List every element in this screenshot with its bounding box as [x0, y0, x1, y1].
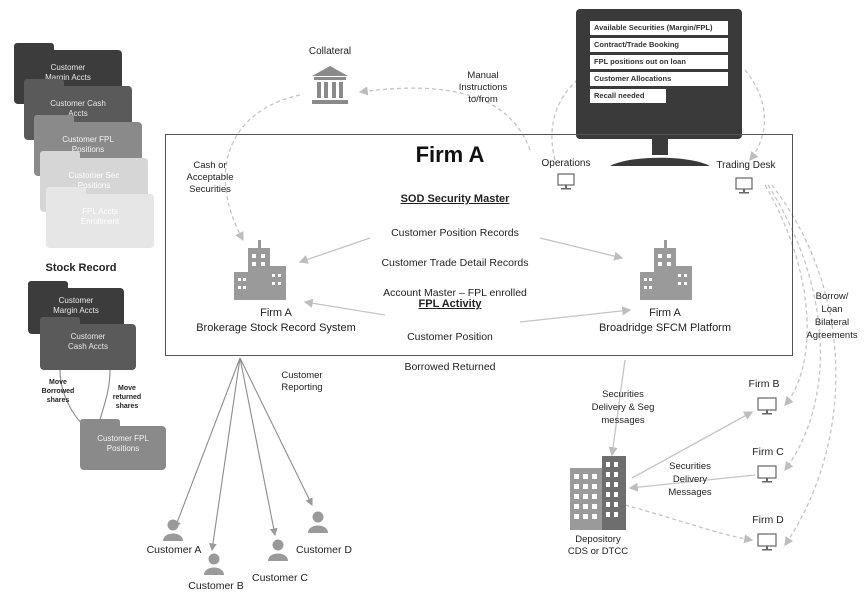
sod-title: SOD Security Master	[400, 193, 510, 205]
firm-b-label: Firm B	[748, 378, 780, 390]
customer-reporting-label: Customer Reporting	[281, 370, 323, 393]
monitor-stand	[610, 139, 710, 166]
monitor-row: Available Securities (Margin/FPL)	[590, 21, 728, 35]
cash-or-securities-label: Cash or Acceptable Securities	[186, 160, 234, 195]
customer-d-label: Customer D	[295, 544, 352, 556]
line-to-customer-c	[239, 357, 278, 537]
arrow-desk-to-firm-c	[767, 184, 822, 472]
firm-d-label: Firm D	[752, 514, 784, 526]
arrow-collateral-to-firm	[224, 94, 301, 242]
depository-building-icon	[570, 456, 626, 530]
customer-d-icon	[308, 511, 328, 533]
fpl-activity-lines: Customer Position Borrowed Returned	[370, 315, 530, 390]
customer-a-icon	[163, 519, 183, 541]
securities-delivery-seg-label: Securities Delivery & Seg messages	[591, 389, 655, 426]
operations-computer-icon	[557, 173, 575, 190]
stock-record-title: Stock Record	[45, 262, 117, 274]
trading-monitor: Available Securities (Margin/FPL) Contra…	[576, 9, 742, 139]
borrow-loan-label: Borrow/ Loan Bilateral Agreements	[806, 291, 858, 341]
monitor-row: Customer Allocations	[590, 72, 728, 86]
folder-label: Customer Margin Accts	[45, 63, 91, 82]
arrow-manual-to-collateral	[358, 86, 531, 151]
folder-sr-customer-fpl-positions: Customer FPL Positions	[80, 419, 166, 470]
arrow-fpl-to-right	[519, 306, 632, 323]
arrow-desk-to-firm-d	[771, 184, 837, 547]
firm-c-label: Firm C	[752, 446, 784, 458]
sod-line: Account Master – FPL enrolled	[383, 287, 527, 299]
arrow-sod-to-right	[539, 237, 624, 261]
monitor-row: FPL positions out on loan	[590, 55, 728, 69]
collateral-label: Collateral	[308, 46, 352, 57]
sod-line: Customer Position Records	[391, 227, 519, 239]
sod-line: Customer Trade Detail Records	[381, 257, 529, 269]
customer-a-label: Customer A	[146, 544, 202, 556]
firm-a-box	[165, 134, 793, 356]
arrow-sod-to-left	[298, 237, 371, 264]
firm-d-computer-icon	[757, 533, 777, 551]
sod-lines: Customer Position Records Customer Trade…	[320, 211, 590, 316]
operations-label: Operations	[541, 158, 591, 169]
trading-desk-computer-icon	[735, 177, 753, 194]
arrow-depository-to-firm-d	[624, 504, 754, 544]
bank-icon	[312, 66, 348, 104]
monitor-row: Recall needed	[590, 89, 666, 103]
customer-b-label: Customer B	[188, 580, 244, 592]
folder-label: Customer FPL Positions	[97, 434, 149, 453]
depository-label: Depository CDS or DTCC	[567, 534, 629, 557]
folder-fpl-accts-enrollment: FPL Accts Enrollment	[46, 187, 154, 248]
folder-sr-customer-cash-accts: Customer Cash Accts	[40, 317, 136, 370]
move-borrowed-label: Move Borrowed shares	[41, 379, 75, 404]
arrow-firm-c-to-depository	[628, 474, 756, 492]
fpl-activity-title: FPL Activity	[418, 298, 482, 310]
customer-c-icon	[268, 539, 288, 561]
arrow-fpl-to-left	[303, 298, 386, 316]
fpl-line: Customer Position	[407, 331, 493, 343]
broadridge-sfcm-label: Firm A Broadridge SFCM Platform	[598, 307, 732, 334]
fpl-line: Borrowed Returned	[404, 361, 496, 373]
manual-instructions-label: Manual Instructions to/from	[458, 70, 508, 105]
brokerage-building-icon	[234, 240, 286, 300]
folder-label: Customer Cash Accts	[67, 332, 108, 351]
firm-a-title: Firm A	[415, 142, 485, 167]
brokerage-stock-record-label: Firm A Brokerage Stock Record System	[196, 307, 356, 334]
arrow-platform-to-depository	[608, 359, 626, 457]
broadridge-building-icon	[640, 240, 692, 300]
customer-c-label: Customer C	[251, 572, 308, 584]
folder-label: Customer FPL Positions	[62, 135, 114, 154]
arrow-desk-to-firm-b	[764, 184, 808, 406]
line-to-customer-b	[209, 357, 241, 552]
monitor-row: Contract/Trade Booking	[590, 38, 728, 52]
folder-label: Customer Margin Accts	[53, 296, 99, 315]
line-to-customer-d	[239, 357, 313, 506]
folder-label: Customer Cash Accts	[50, 99, 106, 118]
arrow-depository-to-firm-b	[631, 411, 754, 479]
move-returned-label: Move returned shares	[112, 385, 142, 410]
arrow-monitor-to-desk	[744, 69, 766, 162]
firm-b-computer-icon	[757, 397, 777, 415]
folder-label: Customer Sec Positions	[68, 171, 120, 190]
customer-b-icon	[204, 553, 224, 575]
line-to-customer-a	[173, 357, 241, 530]
firm-c-computer-icon	[757, 465, 777, 483]
trading-desk-label: Trading Desk	[716, 160, 776, 171]
securities-delivery-messages-label: Securities Delivery Messages	[668, 461, 712, 498]
folder-label: FPL Accts Enrollment	[80, 207, 120, 226]
